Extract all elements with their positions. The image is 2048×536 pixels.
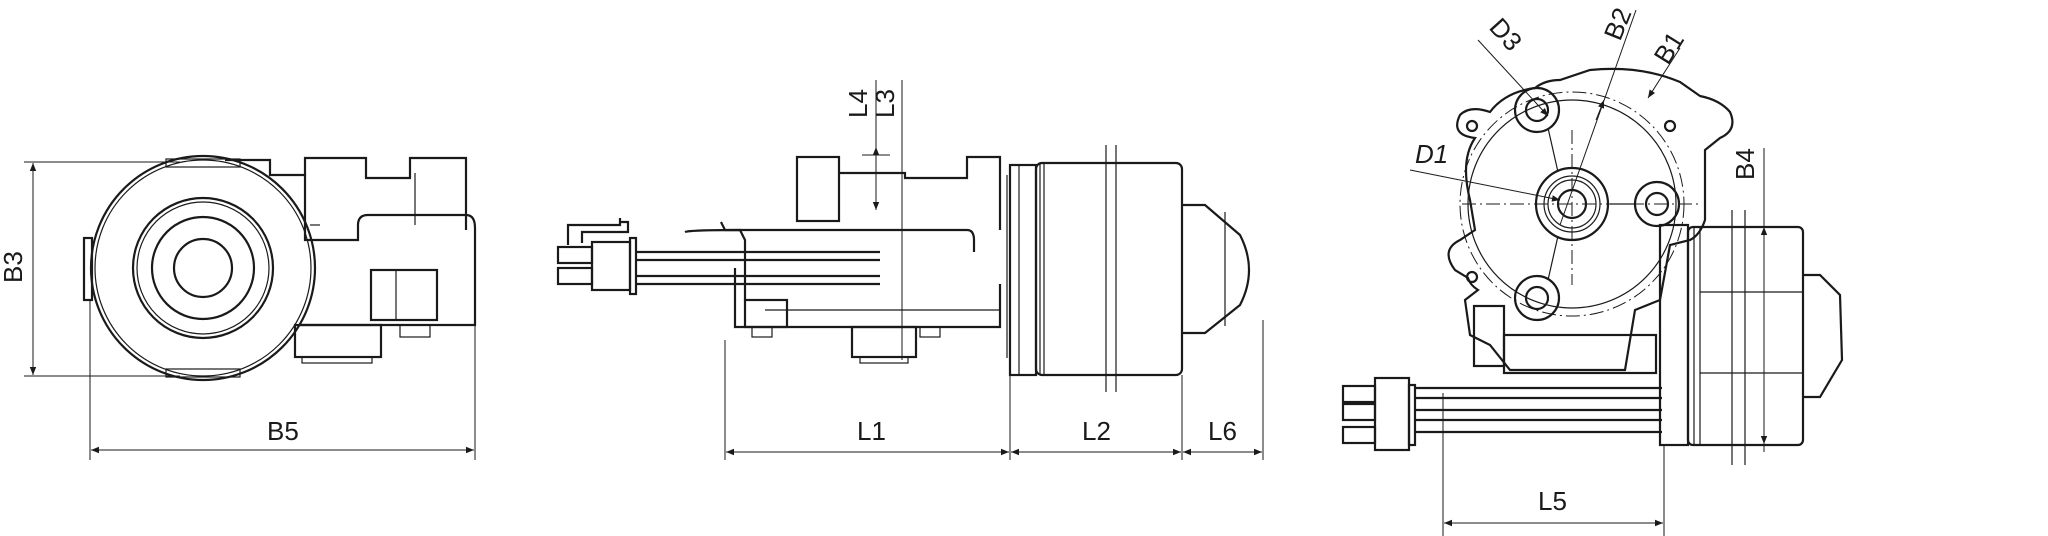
label-B5: B5 [267,416,299,446]
label-D3: D3 [1484,12,1529,57]
label-L4: L4 [843,89,873,118]
side-view: L4 L3 L1 L2 L6 [556,80,1264,460]
label-B2: B2 [1598,4,1638,45]
top-view: L5 B4 D1 D3 B2 B1 [1341,4,1844,536]
label-D1: D1 [1415,139,1448,169]
label-L1: L1 [857,416,886,446]
label-B3: B3 [0,251,28,283]
label-L2: L2 [1082,416,1111,446]
label-B4: B4 [1730,148,1760,180]
label-L5: L5 [1538,486,1567,516]
label-B1: B1 [1648,26,1690,69]
label-L6: L6 [1208,416,1237,446]
label-L3: L3 [870,89,900,118]
front-view: B3 B5 [0,154,477,460]
